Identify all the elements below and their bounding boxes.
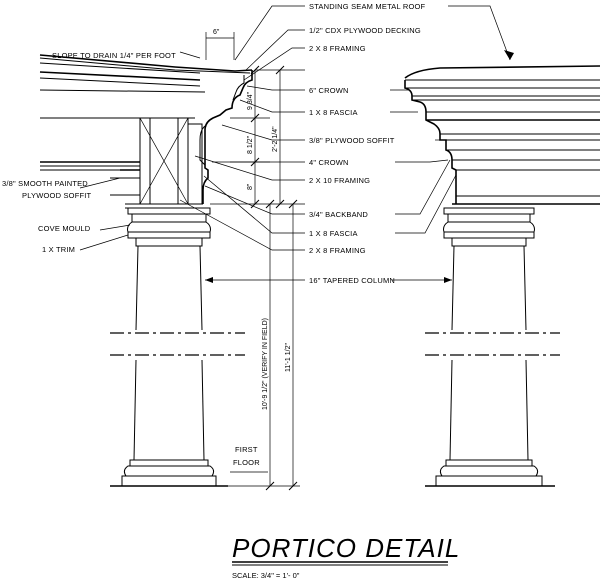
- label-backband: 3/4" BACKBAND: [309, 210, 368, 219]
- label-crown-4: 4" CROWN: [309, 158, 349, 167]
- dim-6in: 6": [213, 29, 220, 36]
- dim-2-2-1-4: 2'-2 1/4": [272, 126, 279, 152]
- label-cove-mould: COVE MOULD: [38, 224, 91, 233]
- drawing-title: PORTICO DETAIL: [232, 533, 460, 563]
- label-fascia-1x8-top: 1 X 8 FASCIA: [309, 108, 358, 117]
- label-plywood-soffit: 3/8" PLYWOOD SOFFIT: [309, 136, 395, 145]
- label-tapered-column: 16" TAPERED COLUMN: [309, 276, 395, 285]
- leader-lines: [79, 5, 511, 281]
- label-smooth-soffit-1: 3/8" SMOOTH PAINTED: [2, 179, 88, 188]
- dim-10-9-1-2: 10'-9 1/2" (VERIFY IN FIELD): [262, 318, 269, 410]
- label-framing-2x10: 2 X 10 FRAMING: [309, 176, 370, 185]
- dim-8in: 8": [247, 183, 254, 190]
- right-elevation: [404, 65, 600, 487]
- label-smooth-soffit-2: PLYWOOD SOFFIT: [22, 191, 92, 200]
- dim-8-1-2: 8 1/2": [247, 135, 254, 154]
- label-slope-to-drain: SLOPE TO DRAIN 1/4" PER FOOT: [52, 51, 176, 60]
- break-lines: [110, 332, 560, 356]
- label-fascia-1x8-bot: 1 X 8 FASCIA: [309, 229, 358, 238]
- label-crown-6: 6" CROWN: [309, 86, 349, 95]
- dimension-lines: [205, 32, 305, 491]
- left-column: [110, 207, 228, 487]
- dim-11-1-1-2: 11'-1 1/2": [285, 342, 292, 372]
- label-standing-seam: STANDING SEAM METAL ROOF: [309, 2, 426, 11]
- label-framing-2x8-bot: 2 X 8 FRAMING: [309, 246, 366, 255]
- label-1x-trim: 1 X TRIM: [42, 245, 75, 254]
- dim-9-3-4: 9 3/4": [247, 91, 254, 110]
- label-cdx-decking: 1/2" CDX PLYWOOD DECKING: [309, 26, 421, 35]
- drawing-scale: SCALE: 3/4" = 1'- 0": [232, 571, 300, 580]
- label-first-floor-2: FLOOR: [233, 458, 260, 467]
- label-first-floor-1: FIRST: [235, 445, 258, 454]
- arrowheads: [205, 50, 514, 283]
- label-framing-2x8-top: 2 X 8 FRAMING: [309, 44, 366, 53]
